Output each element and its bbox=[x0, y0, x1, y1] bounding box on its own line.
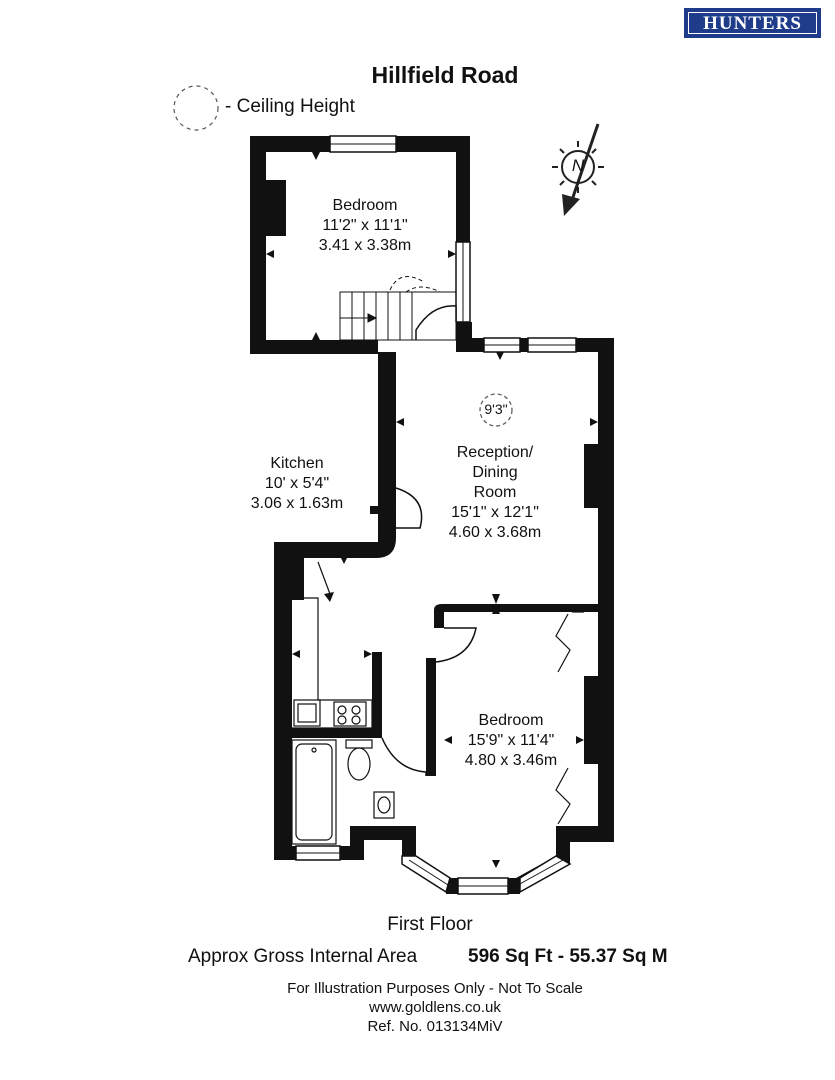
ceiling-height-legend-label: - Ceiling Height bbox=[225, 96, 355, 117]
room-imperial: 10' x 5'4" bbox=[264, 475, 330, 492]
walls bbox=[250, 135, 614, 895]
brand-name: HUNTERS bbox=[688, 12, 817, 34]
room-name: Bedroom bbox=[478, 712, 544, 729]
ceiling-height-legend-icon bbox=[173, 85, 219, 131]
room-label-kitchen: Kitchen 10' x 5'4" 3.06 x 1.63m bbox=[222, 454, 372, 514]
room-metric: 3.41 x 3.38m bbox=[318, 237, 412, 254]
floor-name: First Floor bbox=[387, 914, 473, 935]
room-name-line-3: Room bbox=[473, 484, 517, 501]
ceiling-height-marker-icon bbox=[479, 393, 513, 427]
website-link[interactable]: www.goldlens.co.uk bbox=[369, 999, 501, 1016]
dimension-markers bbox=[266, 152, 598, 868]
room-imperial: 15'1" x 12'1" bbox=[451, 504, 539, 521]
room-metric: 4.60 x 3.68m bbox=[448, 524, 542, 541]
area-value: 596 Sq Ft - 55.37 Sq M bbox=[468, 946, 668, 967]
ceiling-height-value: 9'3" bbox=[484, 401, 508, 417]
entrance-arrow-icon bbox=[370, 500, 394, 520]
room-imperial: 11'2" x 11'1" bbox=[322, 217, 408, 234]
reference-number: Ref. No. 013134MiV bbox=[367, 1018, 503, 1035]
room-label-bedroom-2: Bedroom 15'9" x 11'4" 4.80 x 3.46m bbox=[436, 711, 586, 771]
room-name: Bedroom bbox=[332, 197, 398, 214]
area-label: Approx Gross Internal Area bbox=[188, 946, 418, 967]
kitchen-counter bbox=[292, 561, 373, 729]
north-arrow-icon bbox=[552, 123, 604, 216]
disclaimer: For Illustration Purposes Only - Not To … bbox=[287, 980, 583, 997]
room-name: Kitchen bbox=[270, 455, 324, 472]
property-title: Hillfield Road bbox=[371, 62, 519, 88]
brand-logo: HUNTERS bbox=[684, 8, 821, 38]
wardrobes bbox=[555, 611, 584, 825]
room-imperial: 15'9" x 11'4" bbox=[467, 732, 555, 749]
room-name-line-2: Dining bbox=[472, 464, 518, 481]
bathroom-fixtures bbox=[291, 739, 395, 845]
room-label-reception: Reception/ Dining Room 15'1" x 12'1" 4.6… bbox=[420, 443, 570, 543]
room-name: Reception/ bbox=[456, 444, 534, 461]
compass-label: N bbox=[571, 156, 585, 175]
room-metric: 3.06 x 1.63m bbox=[250, 495, 344, 512]
room-label-bedroom-1: Bedroom 11'2" x 11'1" 3.41 x 3.38m bbox=[290, 196, 440, 256]
room-metric: 4.80 x 3.46m bbox=[464, 752, 558, 769]
